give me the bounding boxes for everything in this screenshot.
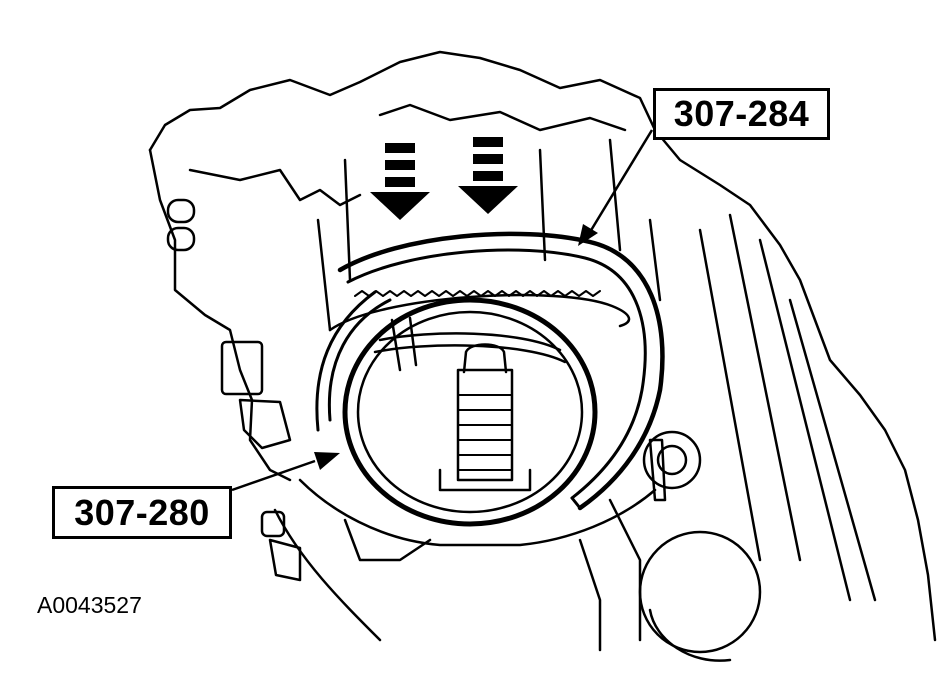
center-shaft-cap: [462, 343, 508, 374]
figure-id: A0043527: [37, 592, 142, 618]
tool-307-280-lip: [315, 290, 377, 432]
leader-arrow-icon: [578, 224, 598, 246]
tool-307-280-lip: [327, 298, 392, 422]
callout-label-307-280: 307-280: [52, 486, 232, 539]
housing-shoulder: [378, 103, 627, 132]
lower-housing: [343, 518, 432, 562]
fitting-boss-inner: [656, 444, 688, 476]
mount-pad: [260, 510, 286, 538]
housing-outline: [148, 50, 937, 642]
leader-307-284: [578, 129, 654, 246]
housing-inner-contour: [188, 168, 362, 207]
center-shaft: [456, 368, 514, 482]
fitting-pin: [648, 438, 667, 502]
leader-arrow-icon: [314, 452, 340, 470]
drum-line: [390, 318, 402, 372]
lower-housing: [273, 508, 382, 642]
case-wall-line: [648, 218, 662, 302]
tool-307-284-ring-inner: [346, 248, 647, 500]
mount-tab: [238, 398, 292, 450]
callout-label-307-284: 307-284: [653, 88, 830, 140]
case-wall-line: [538, 148, 547, 262]
tool-307-280-ring: [342, 297, 598, 527]
case-wall-line: [608, 138, 622, 252]
press-arrows: [370, 137, 518, 220]
tool-307-284-ring: [337, 231, 665, 511]
case-rib: [758, 238, 852, 602]
case-wall-line: [343, 158, 352, 282]
bracket-block: [220, 340, 264, 396]
case-rib: [788, 298, 877, 602]
bolt-boss: [166, 198, 196, 224]
tool-307-284-ring-end: [570, 496, 582, 510]
leader-307-280: [231, 452, 340, 492]
center-shaft-splines: [457, 394, 513, 471]
case-rib: [728, 213, 802, 562]
drum-line: [408, 316, 418, 367]
tool-307-280-ring-inner: [356, 310, 584, 514]
down-arrow-icon: [370, 143, 430, 220]
shaft-base: [438, 468, 532, 492]
round-component-arc: [648, 608, 732, 662]
band-serrations: [354, 290, 601, 297]
band-line: [328, 293, 631, 332]
lower-case-edge: [578, 538, 602, 652]
down-arrow-icon: [458, 137, 518, 214]
case-wall-line: [316, 218, 332, 332]
housing-left-edge: [148, 148, 292, 482]
lower-case-edge: [608, 498, 642, 642]
mount-pad-shape: [268, 538, 302, 582]
fitting-boss: [642, 430, 702, 490]
case-rib: [698, 228, 762, 562]
bolt-boss: [166, 226, 196, 252]
drum-line: [378, 332, 562, 352]
round-component: [638, 530, 762, 654]
